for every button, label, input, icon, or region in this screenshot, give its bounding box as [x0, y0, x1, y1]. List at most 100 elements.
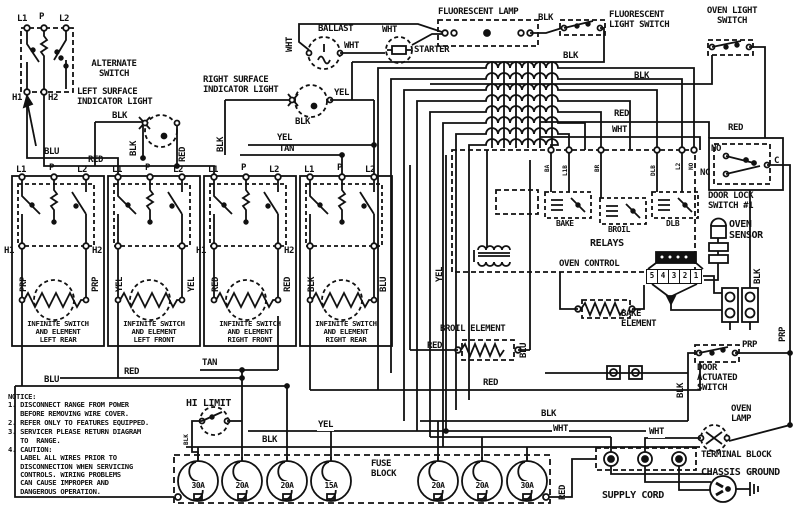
component-label-fuse-block: FUSE BLOCK [371, 459, 397, 479]
component-label-bake-element: BAKE ELEMENT [621, 309, 657, 329]
wire-label-red: RED [427, 341, 443, 351]
wire-label-yel: YEL [317, 420, 335, 431]
terminal-label-p: P [337, 163, 343, 173]
wire-label-tan: TAN [279, 144, 295, 154]
component-label-oven-sensor: OVEN SENSOR [729, 219, 763, 241]
component-label-hi-limit: HI LIMIT [186, 398, 231, 409]
caption-infinite-switch-left-rear: INFINITE SWITCH AND ELEMENT LEFT REAR [27, 319, 89, 345]
wire-label-blk-vert: BLK [753, 268, 763, 284]
wire-label-red: RED [88, 155, 104, 165]
wire-label-blk: BLK [112, 111, 128, 121]
terminal-label-l1: L1 [304, 165, 315, 175]
component-label-door-lock-switch: DOOR LOCK SWITCH #1 [708, 191, 754, 211]
wire-label-prp-vert: PRP [778, 326, 788, 342]
component-label-relay-bake: BAKE [556, 219, 574, 228]
terminal-label-nc: NC [700, 168, 711, 178]
relay-terminal-br: BR [594, 164, 601, 172]
wire-label-tan: TAN [202, 358, 218, 368]
terminal-label-h1: H1 [4, 246, 15, 256]
component-label-broil-element: BROIL ELEMENT [440, 324, 506, 334]
wire-label-wht: WHT [612, 125, 628, 135]
oven-control-terminal-1: 1 [690, 269, 702, 284]
component-label-supply-cord: SUPPLY CORD [602, 490, 664, 501]
wire-label-prp: PRP [742, 340, 758, 350]
infinite-switch-symbols [11, 173, 393, 347]
wire-label-red-vert: RED [558, 484, 568, 500]
wire-label-yel-vert: YEL [115, 276, 125, 292]
fuse-rating: 30A [513, 481, 541, 490]
terminal-label-l2: L2 [77, 165, 88, 175]
wire-label-blk: BLK [261, 435, 279, 446]
component-label-chassis-ground: CHASSIS GROUND [701, 467, 780, 478]
component-label-door-actuated-switch: DOOR ACTUATED SWITCH [697, 363, 738, 393]
component-label-fluorescent-light-switch: FLUORESCENT LIGHT SWITCH [609, 10, 670, 30]
wire-label-blu-vert: BLU [379, 276, 389, 292]
wire-label-blk: BLK [540, 409, 558, 420]
wire-label-red-vert: RED [211, 276, 221, 292]
relay-terminal-l1b: L1B [562, 165, 569, 176]
fuse-rating: 20A [228, 481, 256, 490]
wire-label-blk: BLK [538, 13, 554, 23]
bottom-wire-buses [14, 300, 700, 501]
wire-label-blk-vert: BLK [129, 140, 139, 156]
notice-item-4: 4. CAUTION: LABEL ALL WIRES PRIOR TO DIS… [8, 445, 133, 496]
terminal-label-l2: L2 [269, 165, 280, 175]
wire-label-wht: WHT [344, 41, 360, 51]
oven-control-terminal-strip [647, 190, 759, 330]
left-wire-runs [26, 95, 215, 177]
wire-label-blk: BLK [295, 117, 311, 127]
component-label-alternate-switch: ALTERNATE SWITCH [91, 59, 137, 79]
wire-label-blu: BLU [44, 375, 60, 385]
relay-terminal-l2: L2 [675, 162, 682, 170]
wire-label-red-vert: RED [178, 146, 188, 162]
wire-label-red-vert: RED [283, 276, 293, 292]
component-label-relay-dlb: DLB [666, 219, 680, 228]
component-label-oven-lamp: OVEN LAMP [731, 404, 752, 424]
terminal-label-l2: L2 [365, 165, 376, 175]
component-label-left-surface-indicator: LEFT SURFACE INDICATOR LIGHT [77, 87, 153, 107]
wire-label-red: RED [482, 378, 500, 389]
wire-label-prp-vert: PRP [91, 276, 101, 292]
wire-label-red: RED [614, 109, 630, 119]
wire-label-wht-vert: WHT [285, 36, 295, 52]
oven-control-symbol [445, 146, 699, 431]
wire-crossing-bundle [377, 61, 695, 447]
fluorescent-circuit-symbols [298, 19, 606, 100]
relay-terminal-dlb: DLB [650, 165, 657, 176]
wire-label-yel: YEL [277, 133, 293, 143]
broil-element-symbol [409, 160, 531, 361]
terminal-label-no: NO [711, 144, 722, 154]
wire-label-blk-vert: BLK [676, 382, 686, 398]
wire-label-yel-vert: YEL [435, 266, 445, 282]
hi-limit-symbol [191, 406, 242, 461]
notice-title: NOTICE: [8, 392, 37, 401]
terminal-label-l2: L2 [59, 14, 70, 24]
caption-infinite-switch-left-front: INFINITE SWITCH AND ELEMENT LEFT FRONT [123, 319, 185, 345]
wire-label-wht: WHT [381, 25, 399, 36]
alternate-switch-symbol [20, 24, 74, 147]
right-surface-indicator-light-symbol [224, 84, 377, 177]
fuse-rating: 20A [273, 481, 301, 490]
terminal-label-l2: L2 [173, 165, 184, 175]
oven-lamp-symbol [644, 422, 793, 452]
notice-item-1: 1. DISCONNECT RANGE FROM POWER BEFORE RE… [8, 400, 129, 418]
component-label-terminal-block: TERMINAL BLOCK [701, 450, 772, 460]
component-label-relay-broil: BROIL [608, 225, 631, 234]
wire-label-blk: BLK [634, 71, 650, 81]
bake-element-symbol [559, 272, 645, 319]
wire-label-yel: YEL [334, 88, 350, 98]
terminal-label-l1: L1 [17, 14, 28, 24]
terminal-label-p: P [49, 163, 55, 173]
door-actuated-switch-symbol [378, 344, 793, 422]
notice-block: NOTICE: 1. DISCONNECT RANGE FROM POWER B… [8, 392, 188, 497]
wire-label-blu: BLU [44, 147, 60, 157]
component-label-starter: STARTER [414, 45, 450, 55]
terminal-label-l1: L1 [16, 165, 27, 175]
wire-label-wht: WHT [552, 424, 570, 435]
component-label-oven-light-switch: OVEN LIGHT SWITCH [706, 6, 758, 26]
fuse-rating: 20A [424, 481, 452, 490]
terminal-label-p: P [145, 163, 151, 173]
caption-infinite-switch-right-rear: INFINITE SWITCH AND ELEMENT RIGHT REAR [315, 319, 377, 345]
